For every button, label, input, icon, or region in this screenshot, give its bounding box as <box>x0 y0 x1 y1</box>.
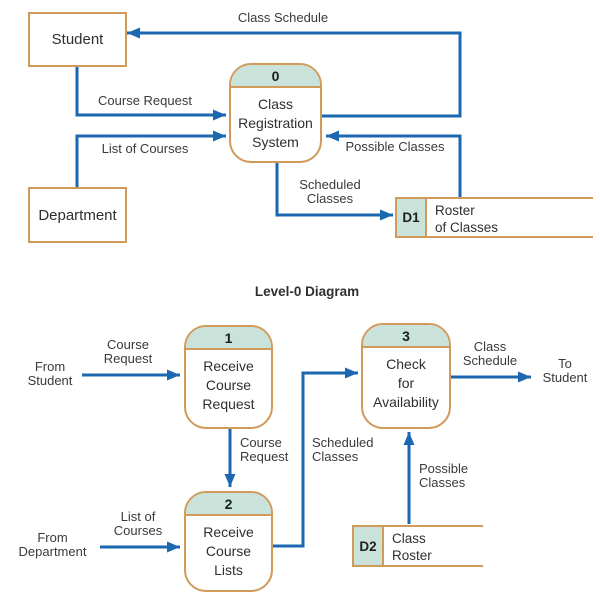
flow-possible-classes-top <box>326 130 462 197</box>
process-3-number: 3 <box>363 325 449 348</box>
process-1-number: 1 <box>186 327 271 350</box>
datastore-d2-name-line1: Class <box>392 531 426 546</box>
process-2-name-line1: Receive <box>203 524 254 540</box>
datastore-d1-name-line2: of Classes <box>435 220 499 235</box>
label-to-student-line1: To <box>558 356 572 371</box>
label-scheduled-classes-top: Scheduled Classes <box>288 178 372 206</box>
process-1-name-line1: Receive <box>203 358 254 374</box>
datastore-d2-class-roster: D2 Class Roster <box>352 525 483 567</box>
label-course-request-p1-p2: Course Request <box>240 436 310 464</box>
process-3-name-line3: Availability <box>373 394 439 410</box>
datastore-d1-id: D1 <box>397 199 427 236</box>
process-2-number: 2 <box>186 493 271 516</box>
label-scheduled-classes-p2-p3-line1: Scheduled <box>312 435 374 450</box>
process-1-name-line3: Request <box>202 396 255 412</box>
process-2-name-line3: Lists <box>214 562 243 578</box>
label-possible-classes-d2-p3-line2: Classes <box>419 475 466 490</box>
label-to-student: To Student <box>530 357 600 385</box>
datastore-d2-name-line2: Roster <box>392 548 432 563</box>
process-0-class-registration-system: 0 Class Registration System <box>229 63 322 163</box>
datastore-d2-name: Class Roster <box>384 527 432 565</box>
process-1-receive-course-request: 1 Receive Course Request <box>184 325 273 429</box>
flow-scheduled-classes-top <box>275 161 393 221</box>
label-class-schedule-out-line2: Schedule <box>462 353 518 368</box>
process-2-name: Receive Course Lists <box>186 516 271 580</box>
label-course-request-p1-p2-line2: Request <box>240 449 289 464</box>
label-class-schedule-top: Class Schedule <box>237 10 329 25</box>
label-from-department: From Department <box>5 531 100 559</box>
label-from-student-line1: From <box>34 359 66 374</box>
entity-student: Student <box>28 12 127 67</box>
process-0-name: Class Registration System <box>231 88 320 152</box>
process-2-name-line2: Course <box>205 543 252 559</box>
label-course-request-p1-p2-line1: Course <box>240 435 282 450</box>
process-3-name: Check for Availability <box>363 348 449 412</box>
datastore-d2-id: D2 <box>354 527 384 565</box>
label-possible-classes-d2-p3: Possible Classes <box>419 462 489 490</box>
label-from-department-line1: From <box>37 530 68 545</box>
level0-diagram-title: Level-0 Diagram <box>254 284 360 299</box>
label-course-request-in-line2: Request <box>103 351 153 366</box>
datastore-d1-name: Roster of Classes <box>427 199 498 236</box>
process-2-receive-course-lists: 2 Receive Course Lists <box>184 491 273 592</box>
process-1-name-line2: Course <box>205 377 252 393</box>
process-3-name-line2: for <box>397 375 415 391</box>
process-0-name-line2: Registration <box>238 115 313 131</box>
flow-list-of-courses-top <box>75 130 226 188</box>
datastore-d1-name-line1: Roster <box>435 203 475 218</box>
entity-department-label: Department <box>38 206 117 224</box>
label-scheduled-classes-p2-p3-line2: Classes <box>312 449 359 464</box>
flow-course-request-top <box>75 63 226 121</box>
label-course-request-in-line1: Course <box>107 337 149 352</box>
label-course-request-in: Course Request <box>88 338 168 366</box>
label-list-of-courses-top: List of Courses <box>101 141 189 156</box>
label-class-schedule-out: Class Schedule <box>450 340 530 368</box>
datastore-d1-roster-of-classes: D1 Roster of Classes <box>395 197 593 238</box>
label-possible-classes-d2-p3-line1: Possible <box>419 461 469 476</box>
label-from-department-line2: Department <box>18 544 87 559</box>
process-0-name-line1: Class <box>257 96 293 112</box>
entity-student-label: Student <box>51 31 104 48</box>
label-from-student-line2: Student <box>27 373 73 388</box>
process-3-name-line1: Check <box>386 356 426 372</box>
process-0-number: 0 <box>231 65 320 88</box>
label-scheduled-classes-p2-p3: Scheduled Classes <box>312 436 392 464</box>
label-class-schedule-out-line1: Class <box>473 339 507 354</box>
process-0-name-line3: System <box>252 134 299 150</box>
label-possible-classes-top: Possible Classes <box>345 139 445 154</box>
label-list-of-courses-in-line1: List of <box>120 509 156 524</box>
label-to-student-line2: Student <box>542 370 588 385</box>
label-list-of-courses-in: List of Courses <box>98 510 178 538</box>
entity-department: Department <box>28 187 127 243</box>
label-list-of-courses-in-line2: Courses <box>113 523 163 538</box>
process-1-name: Receive Course Request <box>186 350 271 414</box>
process-3-check-for-availability: 3 Check for Availability <box>361 323 451 429</box>
flow-scheduled-classes-p2-p3 <box>273 367 358 548</box>
label-scheduled-classes-top-line1: Scheduled <box>299 177 361 192</box>
label-course-request-top: Course Request <box>98 93 192 108</box>
label-scheduled-classes-top-line2: Classes <box>306 191 354 206</box>
label-from-student: From Student <box>10 360 90 388</box>
flow-class-schedule-top <box>127 27 462 118</box>
